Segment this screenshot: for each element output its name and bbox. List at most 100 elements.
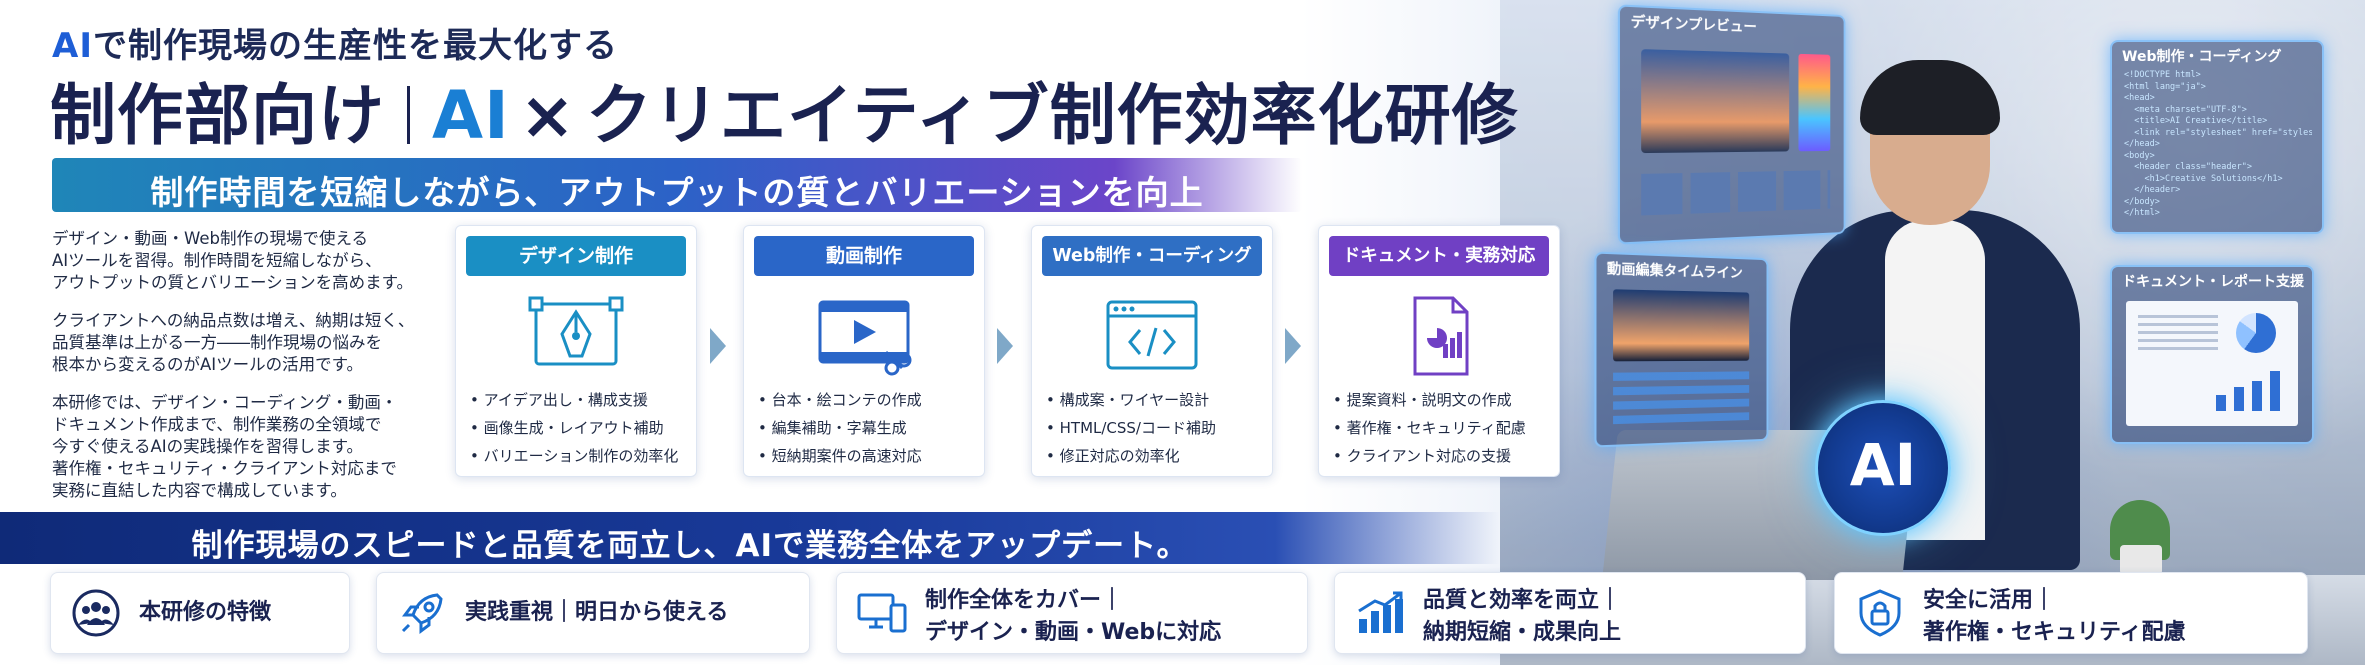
kicker-text: AIで制作現場の生産性を最大化する: [52, 18, 618, 67]
card-items: 台本・絵コンテの作成 編集補助・字幕生成 短納期案件の高速対応: [758, 386, 922, 470]
feature-security: 安全に活用｜ 著作権・セキュリティ配慮: [1834, 572, 2308, 654]
intro-line: AIツールを習得。制作時間を短縮しながら、: [52, 251, 382, 270]
shield-lock-icon: [1859, 589, 1901, 637]
card-design: デザイン制作 アイデア出し・構成支援 画像生成・レイアウト補助 バリエーション制…: [455, 225, 697, 477]
card-items: アイデア出し・構成支援 画像生成・レイアウト補助 バリエーション制作の効率化: [470, 386, 679, 470]
intro-line: デザイン・動画・Web制作の現場で使える: [52, 229, 368, 248]
card-item: 著作権・セキュリティ配慮: [1333, 414, 1526, 442]
card-title: デザイン制作: [466, 236, 686, 276]
card-title: ドキュメント・実務対応: [1329, 236, 1549, 276]
intro-line: 品質基準は上がる一方――制作現場の悩みを: [52, 333, 382, 352]
title-ai: AI: [432, 77, 510, 154]
text-lines: [2138, 315, 2218, 355]
code-line: <body>: [2124, 150, 2155, 161]
feature-overview: 本研修の特徴: [50, 572, 350, 654]
card-title: Web制作・コーディング: [1042, 236, 1262, 276]
card-item: 画像生成・レイアウト補助: [470, 414, 678, 442]
subtitle-banner-text: 制作時間を短縮しながら、アウトプットの質とバリエーションを向上: [150, 173, 1204, 212]
people-icon: [72, 589, 120, 637]
ai-badge-label: AI: [1849, 431, 1917, 499]
code-line: <link rel="stylesheet" href="styles.css"…: [2134, 127, 2312, 138]
video-timeline-label: 動画編集タイムライン: [1606, 261, 1743, 282]
card-item: 構成案・ワイヤー設計: [1046, 386, 1216, 414]
kicker-ai: AI: [52, 26, 93, 66]
feature-line: 安全に活用｜: [1923, 588, 2056, 613]
web-coding-screen: Web制作・コーディング <!DOCTYPE html><html lang="…: [2110, 40, 2324, 234]
code-line: </body>: [2124, 196, 2160, 207]
feature-title: 実践重視｜明日から使える: [465, 600, 729, 625]
chevron-right-icon: [997, 328, 1013, 364]
intro-paragraph-2: クライアントへの納品点数は増え、納期は短く、 品質基準は上がる一方――制作現場の…: [52, 310, 432, 376]
title-left: 制作部向け: [50, 77, 385, 154]
intro-line: アウトプットの質とバリエーションを高めます。: [52, 273, 414, 292]
intro-line: 本研修では、デザイン・コーディング・動画・: [52, 393, 398, 412]
video-timeline-screen: 動画編集タイムライン: [1594, 251, 1769, 448]
code-line: </html>: [2124, 208, 2160, 218]
code-line: <meta charset="UTF-8">: [2124, 104, 2247, 115]
code-line: <head>: [2124, 93, 2155, 103]
chevron-right-icon: [710, 328, 726, 364]
card-document: ドキュメント・実務対応 提案資料・説明文の作成 著作権・セキュリティ配慮 クライ…: [1318, 225, 1560, 477]
rocket-icon: [401, 593, 443, 634]
feature-line: 制作全体をカバー｜: [925, 588, 1124, 613]
feature-title: 制作全体をカバー｜ デザイン・動画・Webに対応: [925, 585, 1221, 649]
title-right: クリエイティブ制作効率化研修: [585, 77, 1519, 154]
card-item: 台本・絵コンテの作成: [758, 386, 922, 414]
video-frame: [1613, 289, 1750, 362]
feature-title: 品質と効率を両立｜ 納期短縮・成果向上: [1423, 585, 1621, 649]
feature-practical: 実践重視｜明日から使える: [376, 572, 810, 654]
kicker-rest: で制作現場の生産性を最大化する: [92, 26, 618, 66]
card-items: 提案資料・説明文の作成 著作権・セキュリティ配慮 クライアント対応の支援: [1333, 386, 1526, 470]
code-line: <header class="header">: [2124, 162, 2252, 172]
web-coding-label: Web制作・コーディング: [2122, 49, 2282, 65]
devices-icon: [857, 593, 907, 633]
intro-line: 根本から変えるのがAIツールの活用です。: [52, 355, 364, 374]
document-icon: [1413, 296, 1469, 376]
subtitle-banner: 制作時間を短縮しながら、アウトプットの質とバリエーションを向上: [52, 158, 1302, 212]
feature-line: 品質と効率を両立｜: [1423, 588, 1622, 613]
chevron-right-icon: [1285, 328, 1301, 364]
preview-image: [1641, 49, 1790, 154]
intro-line: ドキュメント作成まで、制作業務の全領域で: [52, 415, 382, 434]
design-preview-screen: デザインプレビュー: [1617, 4, 1846, 245]
card-video: 動画制作 台本・絵コンテの作成 編集補助・字幕生成 短納期案件の高速対応: [743, 225, 985, 477]
intro-line: 今すぐ使えるAIの実践操作を習得します。: [52, 437, 364, 456]
card-item: アイデア出し・構成支援: [470, 386, 678, 414]
card-item: 編集補助・字幕生成: [758, 414, 922, 442]
intro-line: クライアントへの納品点数は増え、納期は短く、: [52, 311, 415, 330]
color-palette: [1798, 53, 1831, 152]
card-web: Web制作・コーディング 構成案・ワイヤー設計 HTML/CSS/コード補助 修…: [1031, 225, 1273, 477]
code-line: <html lang="ja">: [2124, 81, 2206, 92]
card-item: 修正対応の効率化: [1046, 442, 1216, 470]
plant-pot: [2120, 545, 2162, 575]
code-window-icon: [1106, 300, 1198, 370]
code-line: <!DOCTYPE html>: [2124, 70, 2201, 80]
code-line: <h1>Creative Solutions</h1>: [2124, 173, 2283, 184]
video-edit-icon: [818, 300, 912, 376]
intro-line: 実務に直結した内容で構成しています。: [52, 481, 347, 500]
feature-title: 本研修の特徴: [139, 600, 272, 625]
feature-line: 著作権・セキュリティ配慮: [1923, 620, 2186, 645]
doc-report-screen: ドキュメント・レポート支援: [2110, 265, 2314, 444]
intro-paragraph-3: 本研修では、デザイン・コーディング・動画・ ドキュメント作成まで、制作業務の全領…: [52, 392, 432, 502]
card-items: 構成案・ワイヤー設計 HTML/CSS/コード補助 修正対応の効率化: [1046, 386, 1216, 470]
feature-title: 安全に活用｜ 著作権・セキュリティ配慮: [1923, 585, 2186, 649]
code-editor: <!DOCTYPE html><html lang="ja"><head> <m…: [2124, 70, 2312, 220]
bottom-banner: 制作現場のスピードと品質を両立し、AIで業務全体をアップデート。: [0, 512, 1500, 564]
code-line: </head>: [2124, 139, 2160, 149]
card-title: 動画制作: [754, 236, 974, 276]
card-item: バリエーション制作の効率化: [470, 442, 679, 470]
intro-paragraph-1: デザイン・動画・Web制作の現場で使える AIツールを習得。制作時間を短縮しなが…: [52, 228, 432, 294]
code-line: <title>AI Creative</title>: [2124, 116, 2268, 126]
title-divider: [407, 86, 410, 144]
code-line: </header>: [2124, 185, 2181, 195]
doc-report-label: ドキュメント・レポート支援: [2122, 274, 2304, 290]
feature-line: 納期短縮・成果向上: [1423, 620, 1622, 645]
person-hair: [1860, 60, 2000, 135]
feature-coverage: 制作全体をカバー｜ デザイン・動画・Webに対応: [836, 572, 1308, 654]
bottom-banner-text: 制作現場のスピードと品質を両立し、AIで業務全体をアップデート。: [191, 528, 1189, 564]
card-item: HTML/CSS/コード補助: [1046, 414, 1216, 442]
pie-chart-icon: [2236, 313, 2276, 353]
bar-chart-graphic: [2216, 371, 2286, 411]
